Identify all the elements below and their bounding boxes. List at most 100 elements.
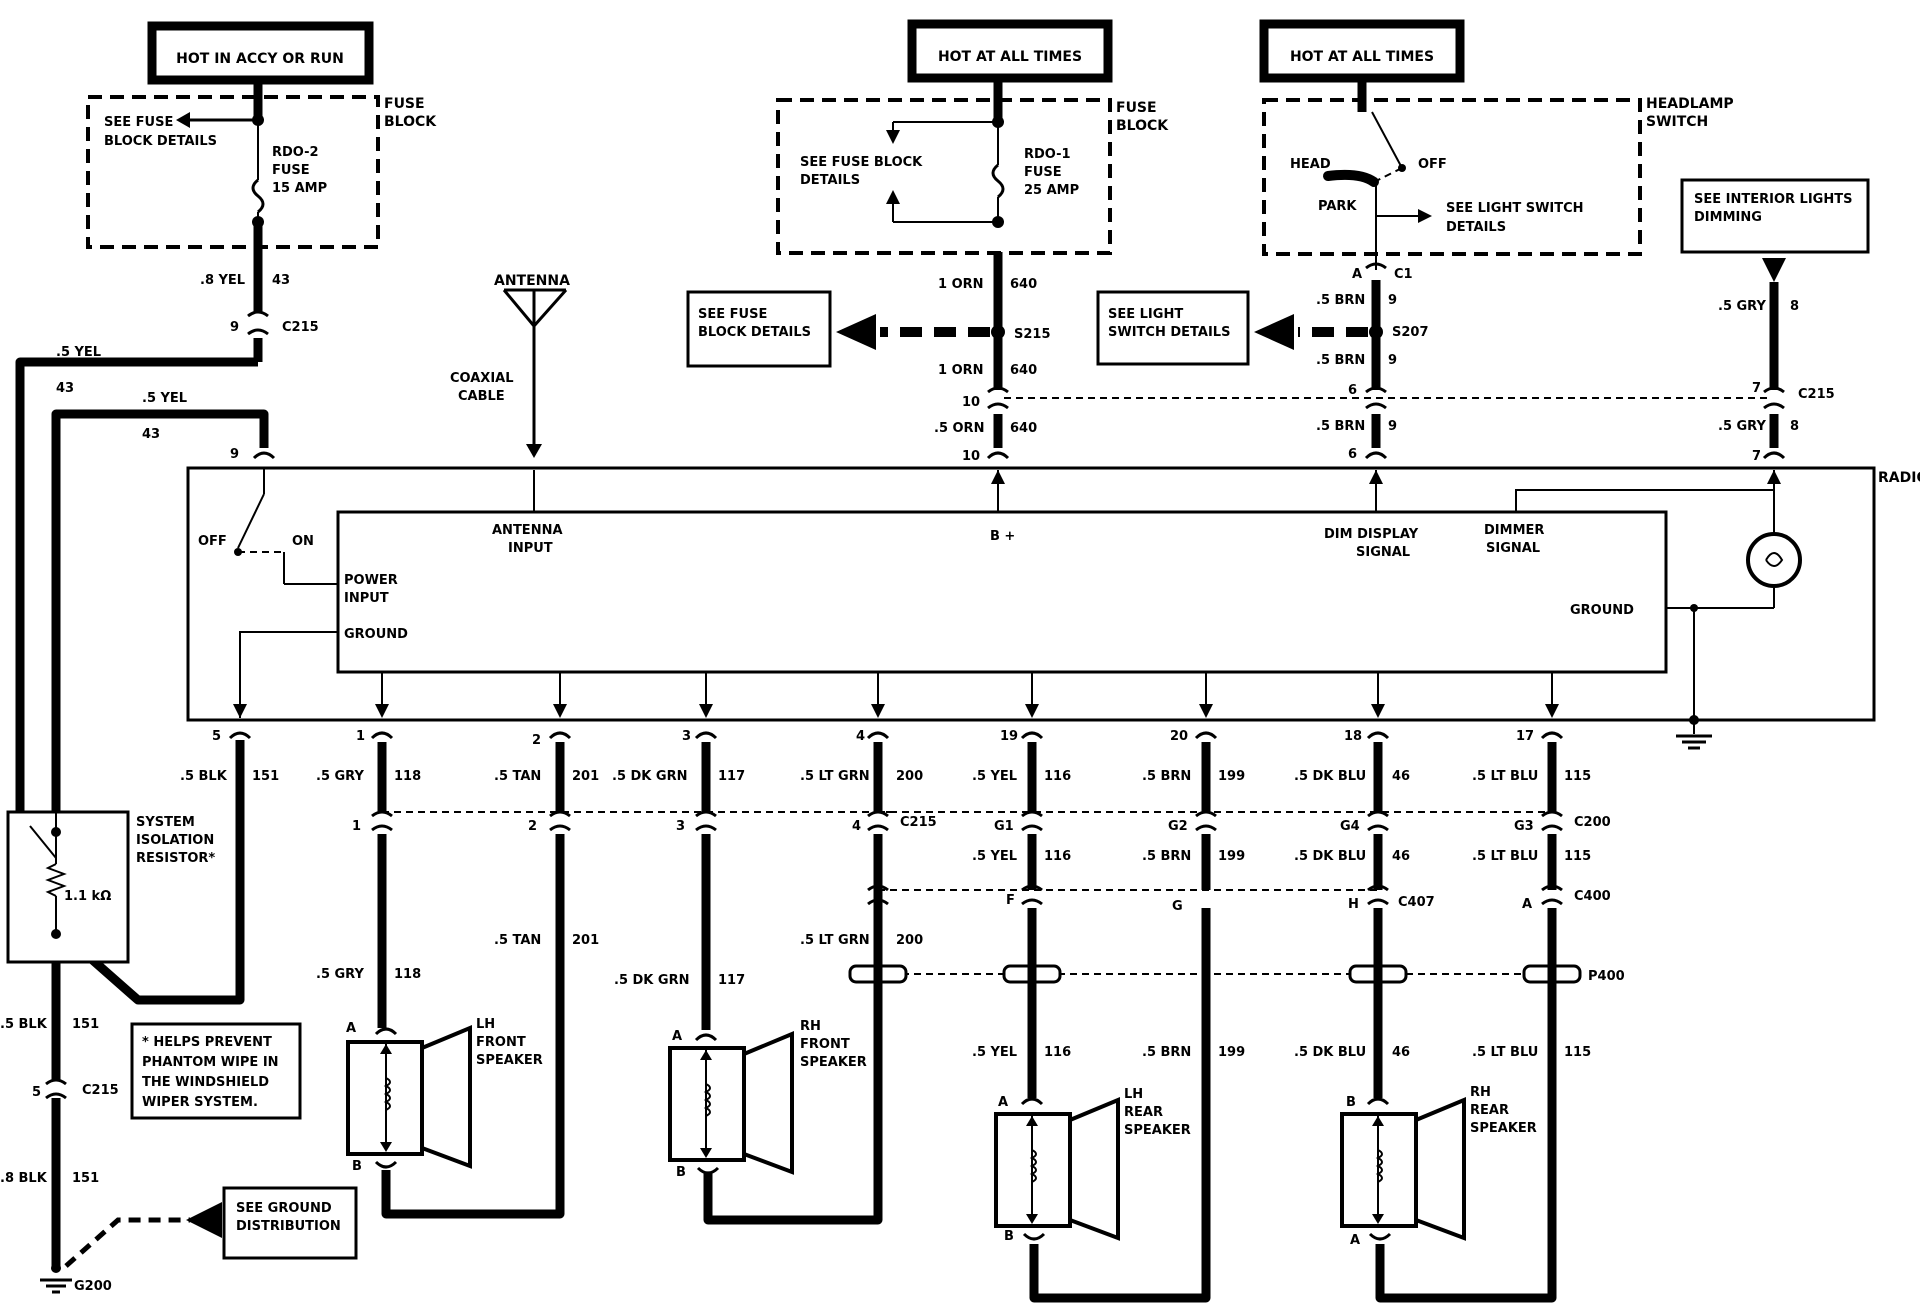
lh-rear-speaker-icon xyxy=(994,1097,1120,1241)
source-triangle-icon xyxy=(186,1202,222,1238)
wire-color-label: .5 BLK xyxy=(180,769,228,784)
circuit-number-label: 151 xyxy=(252,769,279,784)
connector-pin-label: F xyxy=(1006,893,1015,908)
arrow-right-icon xyxy=(1418,209,1432,223)
footnote-text: * HELPS PREVENT xyxy=(142,1035,272,1050)
connector-label: C407 xyxy=(1398,895,1435,910)
connector-pin-label: 10 xyxy=(962,395,980,410)
arrow-up-icon xyxy=(991,470,1005,484)
circuit-number-label: 117 xyxy=(718,769,745,784)
b-plus-label: B + xyxy=(990,529,1015,544)
wire-color-label: .5 YEL xyxy=(56,345,101,360)
connector-icon xyxy=(867,884,1563,906)
hot-at-all-times-label: HOT AT ALL TIMES xyxy=(938,49,1082,65)
see-ground-distribution-label: SEE GROUND xyxy=(236,1201,332,1216)
circuit-number-label: 115 xyxy=(1564,849,1591,864)
circuit-number-label: 116 xyxy=(1044,1045,1071,1060)
connector-pin-label: G xyxy=(1172,899,1183,914)
wire-color-label: .5 YEL xyxy=(142,391,187,406)
antenna-label: ANTENNA xyxy=(494,273,570,289)
circuit-number-label: 640 xyxy=(1010,421,1037,436)
hot-in-accy-run-label: HOT IN ACCY OR RUN xyxy=(176,51,344,67)
connector-label: C200 xyxy=(1574,815,1611,830)
isolation-resistor: 1.1 kΩ SYSTEM ISOLATION RESISTOR* xyxy=(6,810,215,964)
circuit-number-label: 640 xyxy=(1010,277,1037,292)
connector-pin-label: G1 xyxy=(994,819,1014,834)
connector-pin-label: 17 xyxy=(1516,729,1534,744)
connector-icon xyxy=(45,1078,67,1100)
circuit-number-label: 151 xyxy=(72,1017,99,1032)
speaker-label: SPEAKER xyxy=(476,1053,543,1068)
speaker-pin-label: B xyxy=(676,1165,686,1180)
dimmer-signal-label: DIMMER xyxy=(1484,523,1544,538)
speaker-label: LH xyxy=(1124,1087,1143,1102)
connector-pin-label: 7 xyxy=(1752,449,1761,464)
isolation-resistor-label: ISOLATION xyxy=(136,833,214,848)
wire-color-label: .5 DK BLU xyxy=(1294,769,1366,784)
connector-pin-label: 2 xyxy=(528,819,537,834)
connector-pin-label: 3 xyxy=(676,819,685,834)
coaxial-cable-label: COAXIAL xyxy=(450,371,514,386)
wire-color-label: .5 BLK xyxy=(0,1017,48,1032)
note-box: * HELPS PREVENT PHANTOM WIPE IN THE WIND… xyxy=(130,1022,302,1120)
speaker-pin-label: B xyxy=(1346,1095,1356,1110)
power-source-headers: HOT IN ACCY OR RUN HOT AT ALL TIMES HOT … xyxy=(147,19,1465,85)
see-interior-lights-label: DIMMING xyxy=(1694,210,1762,225)
headlamp-switch-label: SWITCH xyxy=(1646,114,1708,130)
connector-label: C215 xyxy=(900,815,937,830)
speaker-label: REAR xyxy=(1124,1105,1163,1120)
wire-color-label: .5 YEL xyxy=(972,849,1017,864)
pass-through-label: P400 xyxy=(1588,969,1625,984)
speaker-label: FRONT xyxy=(800,1037,850,1052)
circuit-number-label: 43 xyxy=(272,273,290,288)
circuit-number-label: 9 xyxy=(1388,293,1397,308)
arrow-left-icon xyxy=(1254,314,1294,350)
connector-pin-label: 9 xyxy=(230,320,239,335)
circuit-number-label: 200 xyxy=(896,933,923,948)
wire-color-label: .5 YEL xyxy=(972,769,1017,784)
wire-color-label: .5 GRY xyxy=(316,769,364,784)
rh-front-speaker-icon xyxy=(668,1031,794,1175)
arrow-down-icon xyxy=(526,444,542,458)
circuit-number-label: 201 xyxy=(572,933,599,948)
speaker-pin-label: A xyxy=(346,1021,356,1036)
fuse-name-label: RDO-2 xyxy=(272,145,319,160)
connector-pin-label: 18 xyxy=(1344,729,1362,744)
switch-contact-icon xyxy=(1323,169,1379,187)
splice-label: S207 xyxy=(1392,325,1429,340)
isolation-resistor-label: RESISTOR* xyxy=(136,851,215,866)
resistor-icon xyxy=(45,863,67,897)
connector-pin-label: 4 xyxy=(852,819,861,834)
see-fuse-block-details-label: SEE FUSE BLOCK xyxy=(800,155,923,170)
arrow-up-icon xyxy=(1767,470,1781,484)
wire-color-label: 1 ORN xyxy=(938,277,984,292)
footnote-text: PHANTOM WIPE IN xyxy=(142,1055,279,1070)
arrow-down-icon xyxy=(886,130,900,144)
wire-color-label: .5 BRN xyxy=(1316,353,1365,368)
speaker-pin-label: B xyxy=(352,1159,362,1174)
wire-color-label: .5 BRN xyxy=(1316,293,1365,308)
see-fuse-block-details-label: BLOCK DETAILS xyxy=(104,134,217,149)
connector-pin-label: G2 xyxy=(1168,819,1188,834)
circuit-number-label: 46 xyxy=(1392,769,1410,784)
circuit-number-label: 118 xyxy=(394,967,421,982)
ground-label: GROUND xyxy=(344,627,408,642)
fuse-name-label: RDO-1 xyxy=(1024,147,1071,162)
arrow-up-icon xyxy=(886,190,900,204)
speaker-pin-label: A xyxy=(1350,1233,1360,1248)
speaker-pin-label: A xyxy=(672,1029,682,1044)
connector-pin-label: 19 xyxy=(1000,729,1018,744)
connector-pin-label: G4 xyxy=(1340,819,1360,834)
wire-color-label: .5 BRN xyxy=(1142,1045,1191,1060)
connector-icon xyxy=(228,731,1564,740)
dim-display-signal-label: DIM DISPLAY xyxy=(1324,527,1419,542)
wire-color-label: .5 BRN xyxy=(1142,849,1191,864)
footnote-text: THE WINDSHIELD xyxy=(142,1075,269,1090)
wire-color-label: .5 DK BLU xyxy=(1294,849,1366,864)
wire-color-label: .5 BRN xyxy=(1142,769,1191,784)
speaker-label: SPEAKER xyxy=(1470,1121,1537,1136)
power-input-label: POWER xyxy=(344,573,398,588)
speaker-label: RH xyxy=(1470,1085,1491,1100)
switch-head-label: HEAD xyxy=(1290,157,1331,172)
